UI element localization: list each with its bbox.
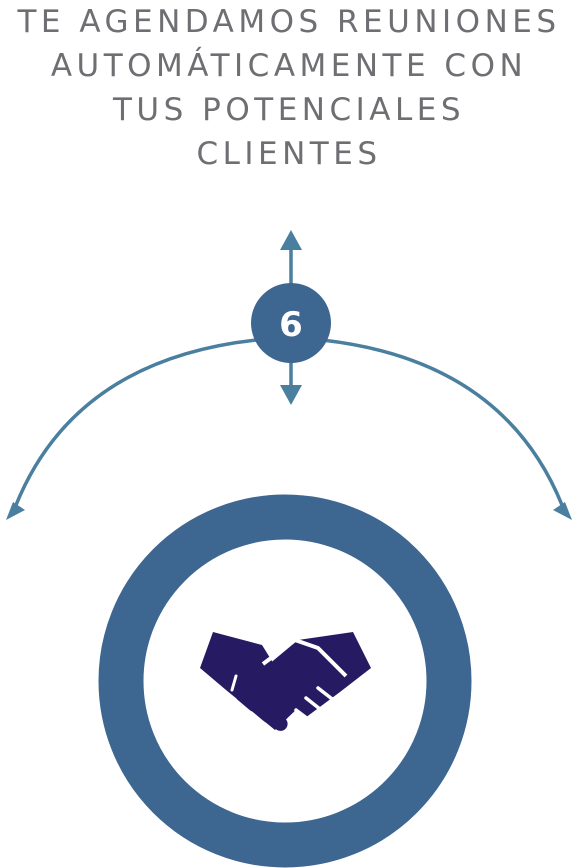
icon-ring	[98, 494, 472, 868]
right-arrowhead-icon	[553, 502, 572, 520]
step-number: 6	[279, 305, 303, 345]
up-arrowhead-icon	[280, 230, 302, 250]
headline-line-1: TE AGENDAMOS REUNIONES	[17, 4, 561, 40]
right-curved-arrow-line	[321, 338, 564, 506]
headline: TE AGENDAMOS REUNIONES AUTOMÁTICAMENTE C…	[0, 0, 578, 176]
left-arrowhead-icon	[6, 502, 25, 520]
headline-line-3: TUS POTENCIALES	[113, 92, 465, 128]
down-arrowhead-icon	[280, 385, 302, 405]
headline-line-2: AUTOMÁTICAMENTE CON	[50, 48, 528, 84]
left-curved-arrow-line	[14, 338, 257, 506]
step-badge: 6	[251, 283, 331, 363]
handshake-icon	[200, 632, 371, 731]
headline-line-4: CLIENTES	[196, 136, 382, 172]
